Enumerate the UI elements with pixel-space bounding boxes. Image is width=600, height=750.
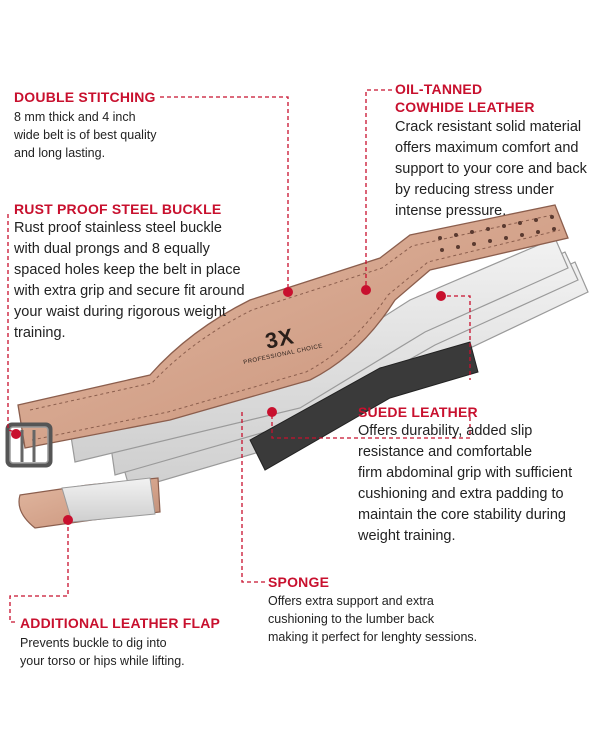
leader-suede — [440, 295, 471, 380]
cowhide-text: Crack resistant solid material offers ma… — [395, 119, 587, 219]
leader-cowhide — [365, 89, 392, 288]
buckle-text: Rust proof stainless steel buckle with d… — [14, 220, 245, 341]
steel-buckle — [5, 422, 53, 468]
buckle-title: RUST PROOF STEEL BUCKLE — [14, 201, 222, 217]
sponge-title: SPONGE — [268, 574, 330, 590]
belt-stitching — [29, 214, 553, 411]
marker-buckle — [11, 429, 21, 439]
cowhide-title-line-2: COWHIDE LEATHER — [395, 99, 535, 115]
leader-suede-2 — [271, 410, 471, 439]
leather-belt — [17, 204, 569, 449]
marker-cowhide — [361, 285, 371, 295]
marker-flap — [63, 515, 73, 525]
double-stitching-text: 8 mm thick and 4 inch wide belt is of be… — [14, 110, 157, 160]
flap-title: ADDITIONAL LEATHER FLAP — [20, 615, 221, 631]
marker-double-stitching — [283, 287, 293, 297]
marker-sponge — [267, 407, 277, 417]
leader-flap — [9, 520, 69, 623]
suede-text: Offers durability, added slip resistance… — [358, 423, 573, 544]
cowhide-title-line-1: OIL-TANNED — [395, 81, 483, 97]
leader-buckle — [7, 214, 17, 433]
callout-sponge: SPONGE Offers extra support and extra cu… — [268, 574, 528, 646]
callout-cowhide-leather: OIL-TANNED COWHIDE LEATHER Crack resista… — [395, 81, 600, 222]
callout-suede-leather: SUEDE LEATHER Offers durability, added s… — [358, 404, 598, 547]
callout-steel-buckle: RUST PROOF STEEL BUCKLE Rust proof stain… — [14, 201, 304, 344]
leader-double-stitching — [160, 96, 289, 291]
flap-text: Prevents buckle to dig into your torso o… — [20, 636, 185, 668]
marker-suede — [436, 291, 446, 301]
belt-holes — [438, 215, 556, 252]
callout-double-stitching: DOUBLE STITCHING 8 mm thick and 4 inch w… — [14, 89, 264, 162]
sponge-text: Offers extra support and extra cushionin… — [268, 594, 478, 644]
callout-leather-flap: ADDITIONAL LEATHER FLAP Prevents buckle … — [20, 615, 280, 670]
double-stitching-title: DOUBLE STITCHING — [14, 89, 156, 105]
suede-title: SUEDE LEATHER — [358, 404, 478, 420]
leader-sponge-b — [241, 412, 265, 583]
